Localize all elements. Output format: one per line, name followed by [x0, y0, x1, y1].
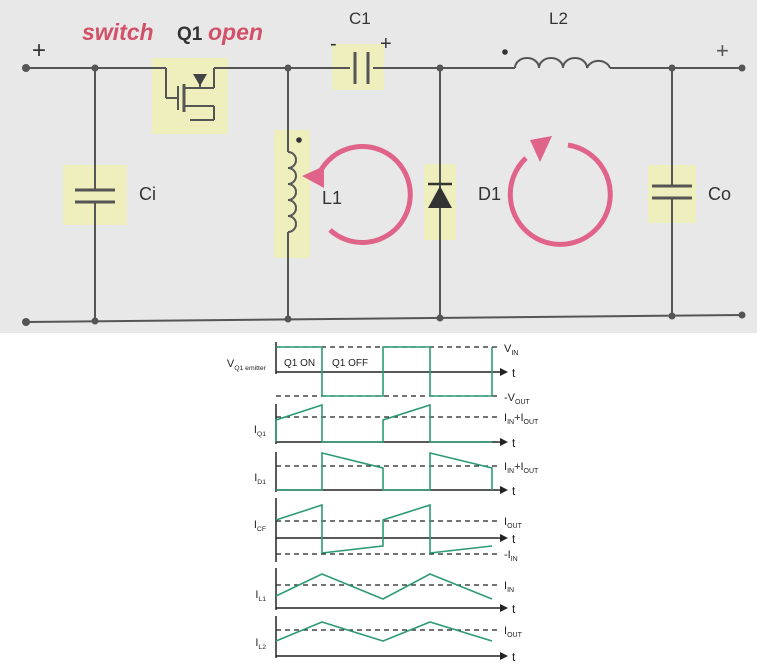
d1-label: D1: [478, 184, 501, 204]
co-capacitor: [652, 68, 692, 316]
waveform-panel-1: t VQ1 emitter VIN -VOUT: [227, 342, 531, 406]
il2-trace: [275, 621, 493, 642]
time-label: t: [512, 366, 516, 380]
q1-body-diode-icon: [193, 74, 207, 86]
time-axis-arrow-icon: [500, 604, 508, 612]
time-label: t: [512, 436, 516, 450]
waveform-panel-2: t IQ1 IIN+IOUT: [254, 404, 539, 450]
time-axis-arrow-icon: [500, 486, 508, 494]
title-q1: Q1: [177, 24, 203, 45]
waveform-label: ICF: [254, 519, 266, 533]
waveform-panel-3: t ID1 IIN+IOUT: [254, 452, 539, 498]
l1-current-loop: [302, 143, 413, 245]
level-label: IOUT: [504, 516, 523, 530]
c1-minus-label: -: [330, 33, 337, 55]
l2-inductor: [514, 57, 611, 69]
time-label: t: [512, 602, 516, 616]
ci-label: Ci: [139, 184, 156, 204]
time-label: t: [512, 484, 516, 498]
l1-polarity-dot: [296, 137, 302, 143]
time-label: t: [512, 650, 516, 664]
level-label: IIN: [504, 580, 514, 594]
title-open: open: [208, 19, 263, 45]
input-plus-label: +: [32, 37, 46, 64]
co-label: Co: [708, 184, 731, 204]
time-label: t: [512, 532, 516, 546]
waveform-panel-4: t ICF IOUT -IIN: [254, 498, 523, 563]
time-axis-arrow-icon: [500, 368, 508, 376]
c1-plus-label: +: [380, 33, 392, 55]
output-plus-label: +: [716, 38, 729, 63]
waveform-label: ID1: [254, 472, 266, 486]
level-label: IOUT: [504, 625, 523, 639]
l1-inductor: [287, 68, 297, 319]
d1-current-loop: [507, 136, 613, 247]
id1-trace: [276, 451, 493, 491]
c1-capacitor: [353, 52, 370, 84]
waveform-label: IL2: [255, 637, 266, 651]
state-on-label: Q1 ON: [284, 358, 315, 369]
level-label: IIN+IOUT: [504, 412, 539, 426]
time-axis-arrow-icon: [500, 652, 508, 660]
waveform-panel-6: t IL2 IOUT: [255, 616, 523, 664]
title-switch: switch: [82, 19, 154, 45]
level-label: -VOUT: [504, 392, 531, 406]
il1-trace: [275, 573, 493, 600]
waveform-label: VQ1 emitter: [227, 358, 267, 372]
c1-label: C1: [349, 9, 371, 28]
waveform-label: IL1: [255, 589, 266, 603]
vq1-emitter-trace: [276, 346, 493, 397]
q1-highlight: [152, 58, 228, 134]
d1-loop-arrow-icon: [530, 136, 552, 162]
l1-label: L1: [322, 188, 342, 208]
l1-highlight: [274, 130, 310, 258]
state-off-label: Q1 OFF: [332, 358, 368, 369]
time-axis-arrow-icon: [500, 438, 508, 446]
l2-polarity-dot: [502, 49, 508, 55]
l2-label: L2: [549, 9, 568, 28]
waveform-label: IQ1: [254, 424, 266, 438]
waveform-panel-5: t IL1 IIN: [255, 568, 516, 616]
ci-capacitor: [75, 68, 115, 321]
l1-loop-arrow-icon: [302, 166, 324, 188]
iq1-trace: [275, 403, 492, 443]
icf-trace: [275, 503, 493, 554]
level-label: -IIN: [504, 549, 518, 563]
level-label: VIN: [504, 343, 518, 357]
d1-diode: [428, 68, 452, 318]
q1-mosfet-symbol: [165, 68, 215, 121]
bottom-rail: [25, 314, 743, 323]
time-axis-arrow-icon: [500, 534, 508, 542]
circuit-schematic: switch Q1 open + + C1 - + L2 Ci L1 D1 Co: [0, 0, 757, 333]
level-label: IIN+IOUT: [504, 461, 539, 475]
